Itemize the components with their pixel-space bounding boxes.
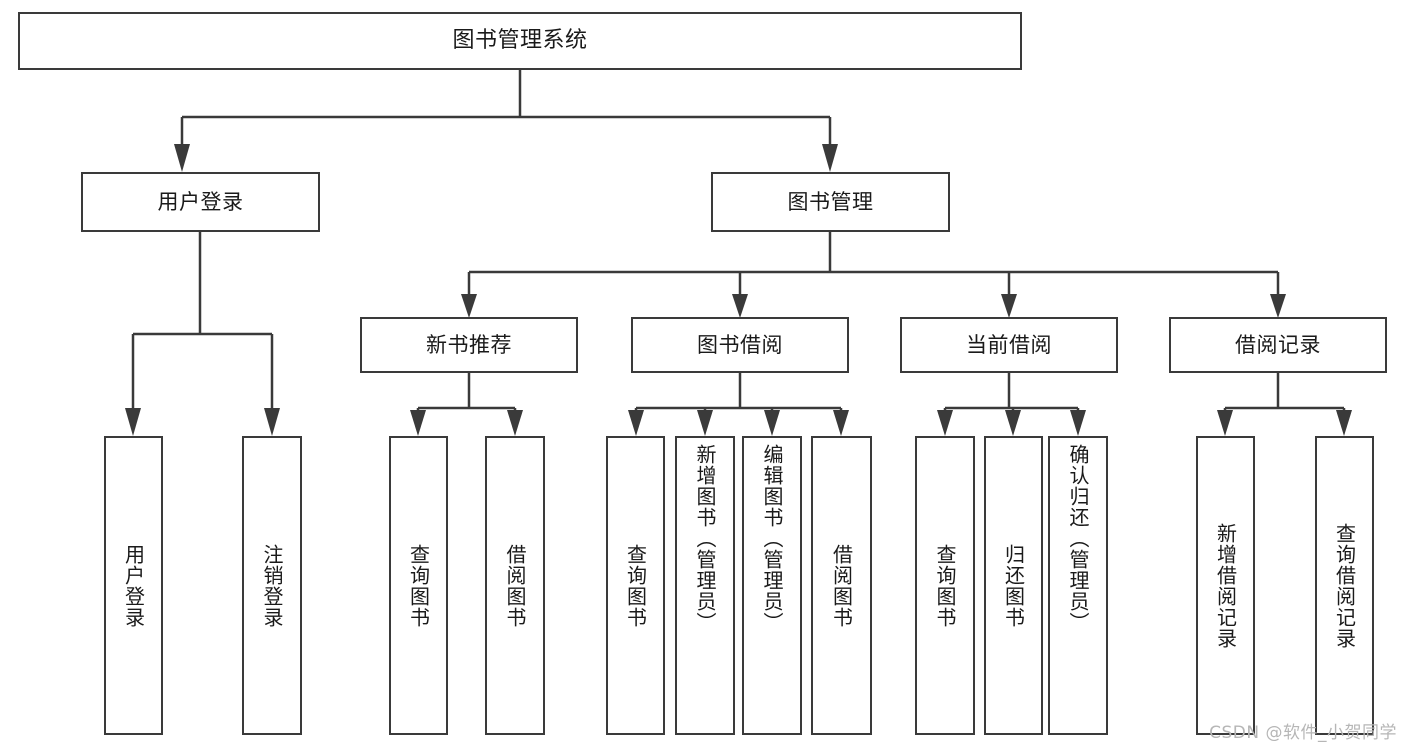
leaf-current-return-book[interactable]: 归还图书 (984, 436, 1043, 735)
leaf-borrow-add-book[interactable]: 新增图书（管理员） (675, 436, 735, 735)
node-root[interactable]: 图书管理系统 (18, 12, 1022, 70)
node-new-book-recommend[interactable]: 新书推荐 (360, 317, 578, 373)
node-root-label: 图书管理系统 (452, 28, 588, 54)
leaf-recommend-borrow-book-label: 借阅图书 (503, 543, 527, 628)
leaf-borrow-edit-book-label: 编辑图书（管理员） (760, 444, 784, 633)
leaf-user-logout-label: 注销登录 (260, 543, 284, 628)
leaf-borrow-add-book-label: 新增图书（管理员） (693, 444, 717, 633)
leaf-current-query-book-label: 查询图书 (933, 543, 957, 628)
leaf-user-login-label: 用户登录 (121, 543, 146, 628)
leaf-user-logout[interactable]: 注销登录 (242, 436, 302, 735)
leaf-current-return-book-label: 归还图书 (1001, 543, 1026, 628)
leaf-borrow-query-book-label: 查询图书 (623, 543, 648, 628)
leaf-current-query-book[interactable]: 查询图书 (915, 436, 975, 735)
node-new-book-recommend-label: 新书推荐 (426, 332, 512, 357)
node-current-borrow[interactable]: 当前借阅 (900, 317, 1118, 373)
leaf-record-query-record-label: 查询借阅记录 (1332, 522, 1357, 649)
node-current-borrow-label: 当前借阅 (966, 332, 1052, 357)
node-user-login[interactable]: 用户登录 (81, 172, 320, 232)
node-book-borrow[interactable]: 图书借阅 (631, 317, 849, 373)
leaf-current-confirm-return[interactable]: 确认归还（管理员） (1048, 436, 1108, 735)
leaf-user-login[interactable]: 用户登录 (104, 436, 163, 735)
node-book-manage-label: 图书管理 (787, 189, 874, 214)
leaf-record-add-record[interactable]: 新增借阅记录 (1196, 436, 1255, 735)
leaf-borrow-edit-book[interactable]: 编辑图书（管理员） (742, 436, 802, 735)
leaf-borrow-query-book[interactable]: 查询图书 (606, 436, 665, 735)
node-user-login-label: 用户登录 (157, 189, 244, 214)
leaf-borrow-borrow-book-label: 借阅图书 (829, 543, 854, 628)
leaf-borrow-borrow-book[interactable]: 借阅图书 (811, 436, 872, 735)
leaf-current-confirm-return-label: 确认归还（管理员） (1066, 444, 1090, 633)
node-borrow-record[interactable]: 借阅记录 (1169, 317, 1387, 373)
leaf-recommend-query-book[interactable]: 查询图书 (389, 436, 448, 735)
node-borrow-record-label: 借阅记录 (1235, 332, 1321, 357)
leaf-recommend-borrow-book[interactable]: 借阅图书 (485, 436, 545, 735)
leaf-recommend-query-book-label: 查询图书 (406, 543, 431, 628)
leaf-record-query-record[interactable]: 查询借阅记录 (1315, 436, 1374, 735)
leaf-record-add-record-label: 新增借阅记录 (1213, 522, 1238, 649)
node-book-manage[interactable]: 图书管理 (711, 172, 950, 232)
watermark: CSDN @软件_小贺同学 (1209, 723, 1397, 743)
node-book-borrow-label: 图书借阅 (697, 332, 783, 357)
